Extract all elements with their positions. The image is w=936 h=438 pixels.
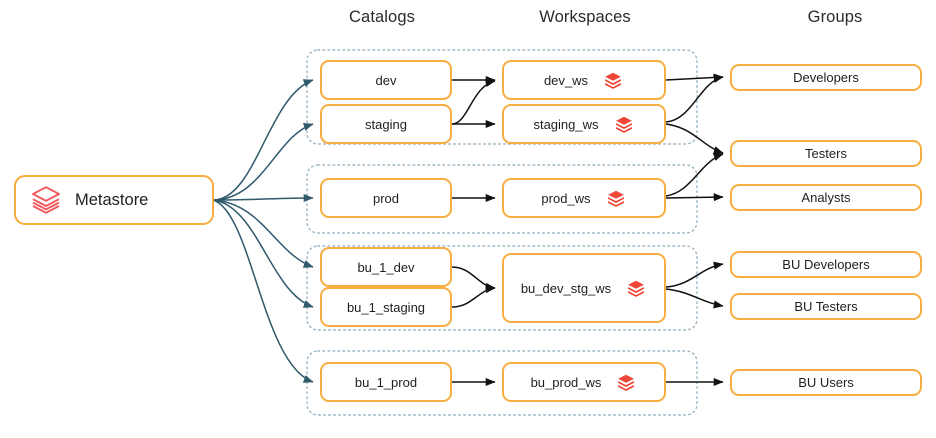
node-group-analysts-label: Analysts (801, 190, 851, 205)
databricks-logo-icon (615, 116, 632, 133)
node-workspace-bu-dev-stg-ws-label: bu_dev_stg_ws (520, 280, 612, 296)
edge-staging-ws-developers (665, 75, 724, 123)
edge-metastore-dev (212, 79, 314, 201)
node-catalog-prod-label: prod (372, 190, 400, 206)
edge-metastore-staging (212, 123, 314, 201)
node-catalog-staging-label: staging (365, 116, 407, 132)
node-workspace-prod-ws[interactable]: prod_ws (502, 178, 666, 218)
node-catalog-dev-label: dev (375, 72, 397, 88)
node-catalog-bu-1-prod-label: bu_1_prod (354, 374, 418, 390)
edge-prod-ws-testers (665, 153, 724, 197)
node-workspace-bu-prod-ws[interactable]: bu_prod_ws (502, 362, 666, 402)
databricks-logo-outline-icon (32, 186, 60, 214)
databricks-logo-icon (607, 190, 624, 207)
node-group-bu-testers[interactable]: BU Testers (730, 293, 922, 320)
node-catalog-prod[interactable]: prod (320, 178, 452, 218)
node-catalog-bu-1-prod[interactable]: bu_1_prod (320, 362, 452, 402)
node-catalog-dev[interactable]: dev (320, 60, 452, 100)
node-workspace-bu-dev-stg-ws[interactable]: bu_dev_stg_ws (502, 253, 666, 323)
node-workspace-prod-ws-label: prod_ws (541, 190, 591, 206)
node-group-bu-developers-label: BU Developers (782, 257, 870, 272)
edge-staging-ws-testers (665, 123, 724, 154)
node-group-developers-label: Developers (793, 70, 859, 85)
metastore-edges (212, 79, 314, 383)
node-workspace-dev-ws-label: dev_ws (543, 72, 589, 88)
node-group-testers[interactable]: Testers (730, 140, 922, 167)
node-metastore[interactable]: Metastore (14, 175, 214, 225)
node-workspace-staging-ws-label: staging_ws (533, 116, 599, 132)
node-group-testers-label: Testers (805, 146, 847, 161)
edge-bu-dev-stg-ws-bu-testers (665, 288, 724, 309)
node-catalog-bu-1-staging-label: bu_1_staging (346, 299, 426, 315)
column-header-catalogs: Catalogs (349, 8, 415, 26)
workspace-group-edges (665, 73, 724, 387)
node-catalog-staging[interactable]: staging (320, 104, 452, 144)
node-group-bu-users-label: BU Users (798, 375, 854, 390)
node-catalog-bu-1-dev-label: bu_1_dev (357, 259, 415, 275)
databricks-logo-icon (628, 280, 645, 297)
node-group-bu-testers-label: BU Testers (794, 299, 858, 314)
edge-metastore-prod (212, 193, 314, 203)
databricks-logo-icon (605, 72, 621, 89)
edge-staging-dev-ws (451, 79, 496, 125)
node-group-analysts[interactable]: Analysts (730, 184, 922, 211)
edge-metastore-bu-1-prod (212, 199, 314, 383)
edge-metastore-bu-1-staging (212, 199, 314, 308)
node-metastore-label: Metastore (75, 190, 149, 209)
edge-dev-ws-developers (665, 73, 724, 82)
edge-bu-1-dev-bu-dev-stg-ws (451, 266, 496, 291)
column-header-workspaces: Workspaces (539, 8, 631, 26)
node-catalog-bu-1-staging[interactable]: bu_1_staging (320, 287, 452, 327)
node-group-bu-developers[interactable]: BU Developers (730, 251, 922, 278)
node-workspace-staging-ws[interactable]: staging_ws (502, 104, 666, 144)
node-group-bu-users[interactable]: BU Users (730, 369, 922, 396)
node-workspace-bu-prod-ws-label: bu_prod_ws (530, 374, 602, 390)
edge-bu-1-staging-bu-dev-stg-ws (451, 285, 496, 308)
edge-prod-ws-analysts (665, 193, 724, 202)
catalog-workspace-edges (451, 75, 496, 387)
databricks-logo-icon (618, 374, 635, 391)
edge-metastore-bu-1-dev (212, 199, 314, 268)
node-catalog-bu-1-dev[interactable]: bu_1_dev (320, 247, 452, 287)
column-header-groups: Groups (807, 8, 863, 26)
edge-bu-dev-stg-ws-bu-developers (665, 261, 724, 288)
node-group-developers[interactable]: Developers (730, 64, 922, 91)
node-workspace-dev-ws[interactable]: dev_ws (502, 60, 666, 100)
